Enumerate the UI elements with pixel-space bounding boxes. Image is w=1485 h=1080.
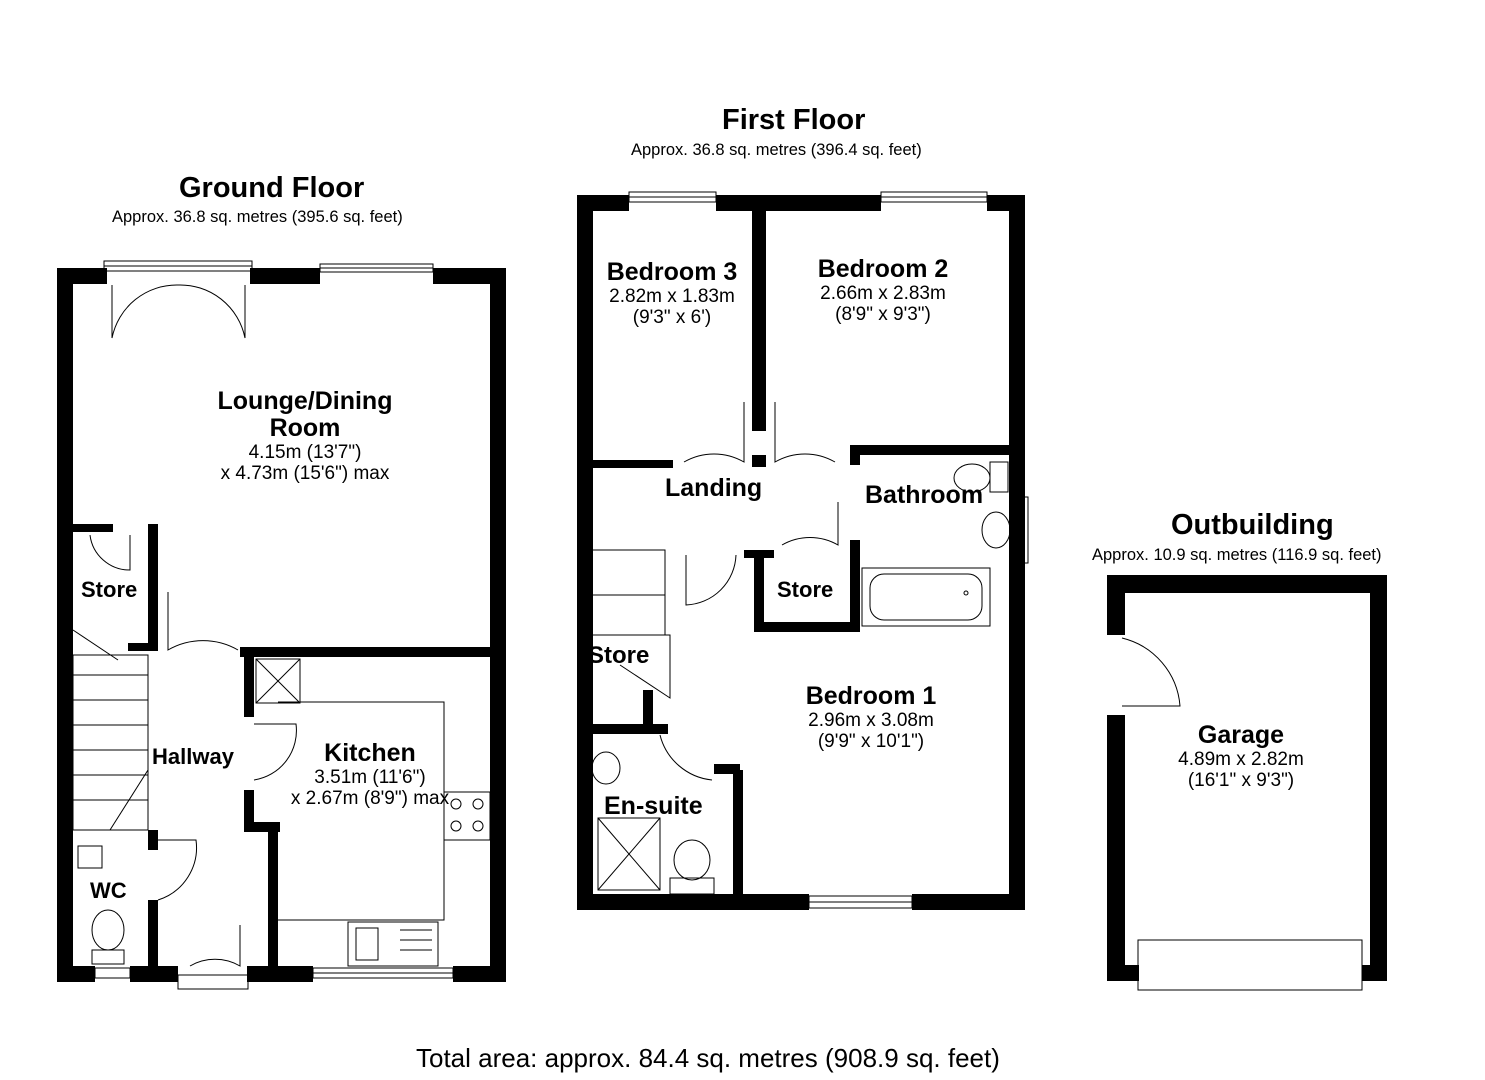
first-floor-title: First Floor xyxy=(722,104,866,136)
kitchen-fittings xyxy=(255,658,491,967)
room-name: Room xyxy=(269,414,341,442)
first-floor-stairs xyxy=(593,549,671,699)
room-bedroom-3: Bedroom 3 2.82m x 1.83m (9'3" x 6') xyxy=(596,258,748,329)
room-kitchen: Kitchen 3.51m (11'6") x 2.67m (8'9") max xyxy=(260,739,480,810)
outbuilding-openings xyxy=(1121,637,1363,991)
ground-floor-doors xyxy=(89,284,297,967)
ground-floor-plan xyxy=(57,260,506,990)
room-bedroom-1: Bedroom 1 2.96m x 3.08m (9'9" x 10'1") xyxy=(786,682,956,753)
first-floor-walls xyxy=(577,195,1025,910)
room-store-first-1: Store xyxy=(777,577,834,602)
room-name: Bedroom 2 xyxy=(817,255,949,283)
room-wc: WC xyxy=(90,878,127,903)
room-dimension: 4.15m (13'7") xyxy=(248,442,362,463)
room-dimension: (8'9" x 9'3") xyxy=(835,304,931,325)
room-store-ground: Store xyxy=(81,577,138,602)
room-dimension: x 2.67m (8'9") max xyxy=(290,788,450,809)
room-lounge-dining: Lounge/Dining Room 4.15m (13'7") x 4.73m… xyxy=(175,387,435,485)
room-name: Bedroom 1 xyxy=(805,682,937,710)
first-floor-windows xyxy=(628,191,1029,909)
room-name: Lounge/Dining xyxy=(217,387,393,415)
room-dimension: 2.96m x 3.08m xyxy=(808,710,934,731)
room-dimension: x 4.73m (15'6") max xyxy=(220,463,390,484)
ground-floor-title: Ground Floor xyxy=(179,172,365,204)
room-landing: Landing xyxy=(665,474,763,502)
room-ensuite: En-suite xyxy=(604,792,703,820)
first-floor-doors xyxy=(659,402,839,781)
room-dimension: 4.89m x 2.82m xyxy=(1178,749,1304,770)
first-floor-plan xyxy=(577,191,1029,910)
ensuite-fittings xyxy=(591,751,715,895)
first-floor-area: Approx. 36.8 sq. metres (396.4 sq. feet) xyxy=(631,141,922,159)
room-dimension: 2.66m x 2.83m xyxy=(820,283,946,304)
wc-fittings xyxy=(77,845,125,965)
room-store-first-2: Store xyxy=(588,642,650,669)
room-name: Bedroom 3 xyxy=(606,258,738,286)
outbuilding-title: Outbuilding xyxy=(1171,509,1334,541)
ground-floor-walls xyxy=(57,268,506,982)
outbuilding-walls xyxy=(1107,575,1387,981)
bathroom-fittings xyxy=(861,461,1011,627)
outbuilding-area: Approx. 10.9 sq. metres (116.9 sq. feet) xyxy=(1092,546,1382,564)
room-dimension: (9'3" x 6') xyxy=(632,307,712,328)
total-area: Total area: approx. 84.4 sq. metres (908… xyxy=(416,1043,1000,1073)
room-bedroom-2: Bedroom 2 2.66m x 2.83m (8'9" x 9'3") xyxy=(798,255,968,326)
room-dimension: (16'1" x 9'3") xyxy=(1187,770,1295,791)
room-dimension: 3.51m (11'6") xyxy=(314,767,426,788)
ground-floor-windows xyxy=(94,260,454,990)
room-bathroom: Bathroom xyxy=(865,481,984,509)
ground-floor-area: Approx. 36.8 sq. metres (395.6 sq. feet) xyxy=(112,208,403,226)
room-hallway: Hallway xyxy=(152,744,234,769)
room-name: Garage xyxy=(1197,721,1285,749)
room-garage: Garage 4.89m x 2.82m (16'1" x 9'3") xyxy=(1156,721,1326,792)
room-name: Kitchen xyxy=(324,739,416,767)
ground-floor-stairs xyxy=(72,629,149,831)
outbuilding-plan xyxy=(1107,575,1387,991)
room-dimension: 2.82m x 1.83m xyxy=(609,286,735,307)
room-dimension: (9'9" x 10'1") xyxy=(817,731,925,752)
